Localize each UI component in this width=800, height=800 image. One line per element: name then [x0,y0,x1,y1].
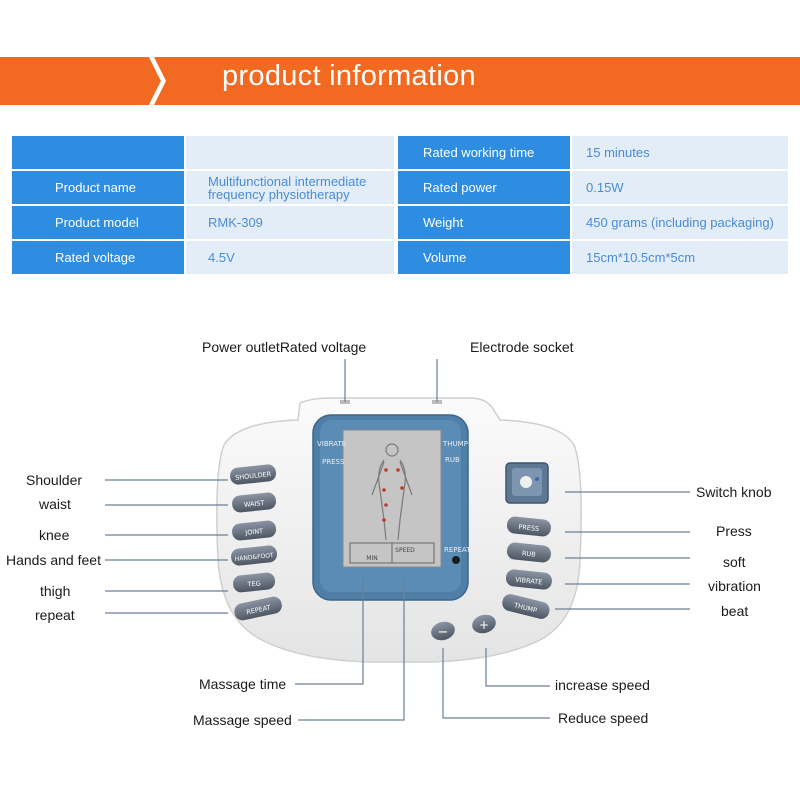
teg-button[interactable] [232,572,276,593]
left-button-group: SHOULDER WAIST JOINT HAND&FOOT TEG REPEA… [229,464,283,622]
spec-label-product-model: Product model [12,206,184,239]
teg-button-label: TEG [246,579,261,588]
waist-button-label: WAIST [244,499,265,509]
press-button-label: PRESS [518,523,540,533]
spec-value-rated-voltage: 4.5V [186,241,394,274]
screen-label-repeat: REPEAT [444,546,471,554]
spec-value-rated-working-time: 15 minutes [572,136,788,169]
spec-label-rated-working-time: Rated working time [398,136,570,169]
spec-label-rated-power: Rated power [398,171,570,204]
joint-button[interactable] [231,520,277,542]
lcd-min-label: MIN [366,555,377,562]
repeat-indicator [452,556,460,564]
joint-button-label: JOINT [244,527,264,537]
right-button-group: PRESS RUB VIBRATE THUMP [501,516,553,620]
spec-label-product-name: Product name [12,171,184,204]
shoulder-button-label: SHOULDER [235,470,272,482]
spec-label-rated-voltage: Rated voltage [12,241,184,274]
label-knee: knee [39,527,70,543]
leader-lines [105,359,690,721]
label-massage-time: Massage time [199,676,287,692]
banner-title: product information [222,60,476,92]
label-massage-speed: Massage speed [193,712,292,728]
hand-foot-button[interactable] [230,545,278,567]
banner [0,57,800,105]
acupoint-markers [382,468,404,522]
label-power-outlet: Power outletRated voltage [202,339,367,355]
spec-value-weight: 450 grams (including packaging) [572,206,788,239]
switch-knob-icon [520,476,532,488]
spec-value-volume: 15cm*10.5cm*5cm [572,241,788,274]
repeat-button[interactable] [233,595,283,622]
label-beat: beat [721,603,749,619]
label-thigh: thigh [40,583,71,599]
label-waist: waist [39,496,71,512]
spec-value-product-name: Multifunctional intermediate frequency p… [186,171,394,204]
rub-button[interactable] [506,542,552,564]
spec-label-empty [12,136,184,169]
vibrate-button-label: VIBRATE [515,576,543,587]
waist-button[interactable] [231,492,277,514]
hand-foot-button-label: HAND&FOOT [235,552,275,563]
rub-button-label: RUB [522,549,536,558]
spec-value-product-model: RMK-309 [186,206,394,239]
screen-label-rub: RUB [445,456,460,464]
spec-value-rated-power: 0.15W [572,171,788,204]
label-increase-speed: increase speed [555,677,650,693]
label-shoulder: Shoulder [26,472,83,488]
label-vibration: vibration [708,578,761,594]
spec-label-volume: Volume [398,241,570,274]
label-repeat: repeat [35,607,75,623]
body-figure-icon [371,443,413,541]
vibrate-button[interactable] [505,569,553,591]
spec-value-empty [186,136,394,169]
plus-icon: + [479,618,489,632]
label-press: Press [716,523,752,539]
label-hands-feet: Hands and feet [6,552,101,568]
screen-label-press: PRESS [322,458,345,466]
lcd-speed-label: SPEED [395,547,415,554]
minus-icon: − [438,625,449,640]
screen-label-thump: THUMP [442,440,468,448]
shoulder-button[interactable] [229,464,277,486]
thump-button[interactable] [501,592,552,620]
reduce-speed-button[interactable] [429,619,457,643]
press-button[interactable] [506,516,552,538]
label-switch-knob: Switch knob [696,484,772,500]
spec-label-weight: Weight [398,206,570,239]
label-electrode-socket: Electrode socket [470,339,574,355]
screen-label-vibrate: VIBRATE [317,440,346,448]
increase-speed-button[interactable] [470,612,498,636]
label-soft: soft [723,554,746,570]
label-reduce-speed: Reduce speed [558,710,649,726]
